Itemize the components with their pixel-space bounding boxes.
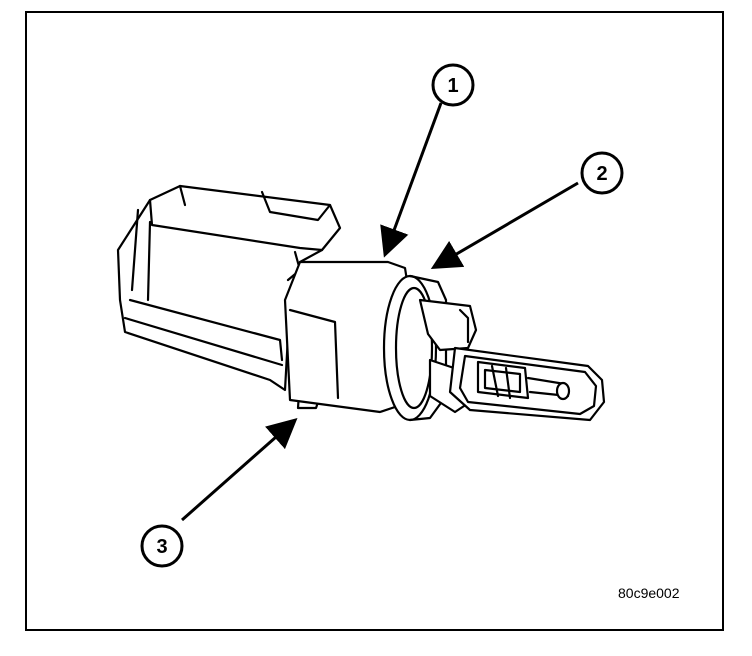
leader-line-1 (380, 102, 443, 258)
callout-2-label: 2 (596, 163, 607, 185)
callout-2: 2 (580, 151, 624, 195)
leader-line-3 (181, 418, 298, 522)
leader-line-2 (430, 181, 579, 270)
figure-id-label: 80c9e002 (618, 585, 680, 601)
callout-1-label: 1 (447, 75, 458, 97)
callout-3: 3 (140, 524, 184, 568)
callout-3-label: 3 (156, 536, 167, 558)
callout-1: 1 (431, 63, 475, 107)
